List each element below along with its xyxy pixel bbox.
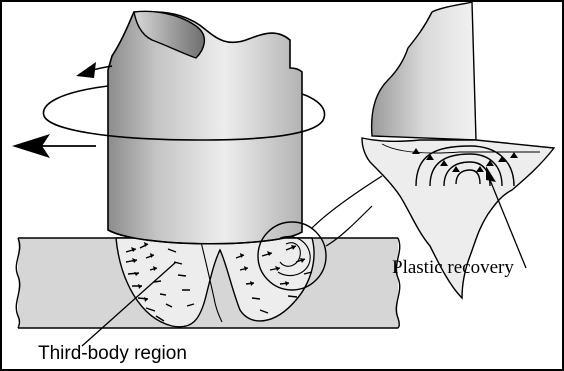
rotation-arrowhead-icon [76,62,96,78]
third-body-region-label: Third-body region [38,344,187,363]
rotating-tool [108,11,302,243]
travel-arrow [12,134,96,158]
plastic-recovery-label: Plastic recovery [392,258,514,277]
